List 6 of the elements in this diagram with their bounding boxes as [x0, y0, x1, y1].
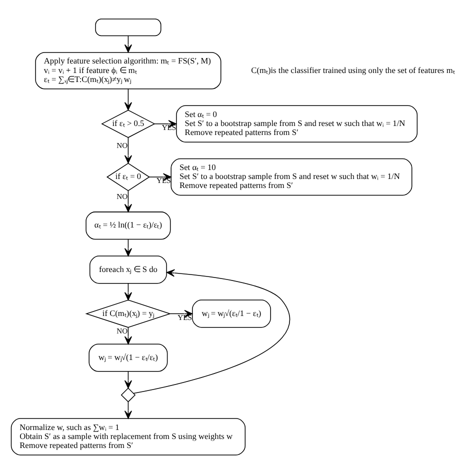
edge-label: YES [162, 122, 176, 132]
edge-label: NO [116, 326, 128, 336]
edge-label: YES [178, 312, 192, 322]
label: C(mₜ)is the classifier trained using only the set of features mₜ [251, 66, 455, 75]
edge-label: NO [116, 192, 128, 201]
edge-label: NO [116, 140, 128, 150]
